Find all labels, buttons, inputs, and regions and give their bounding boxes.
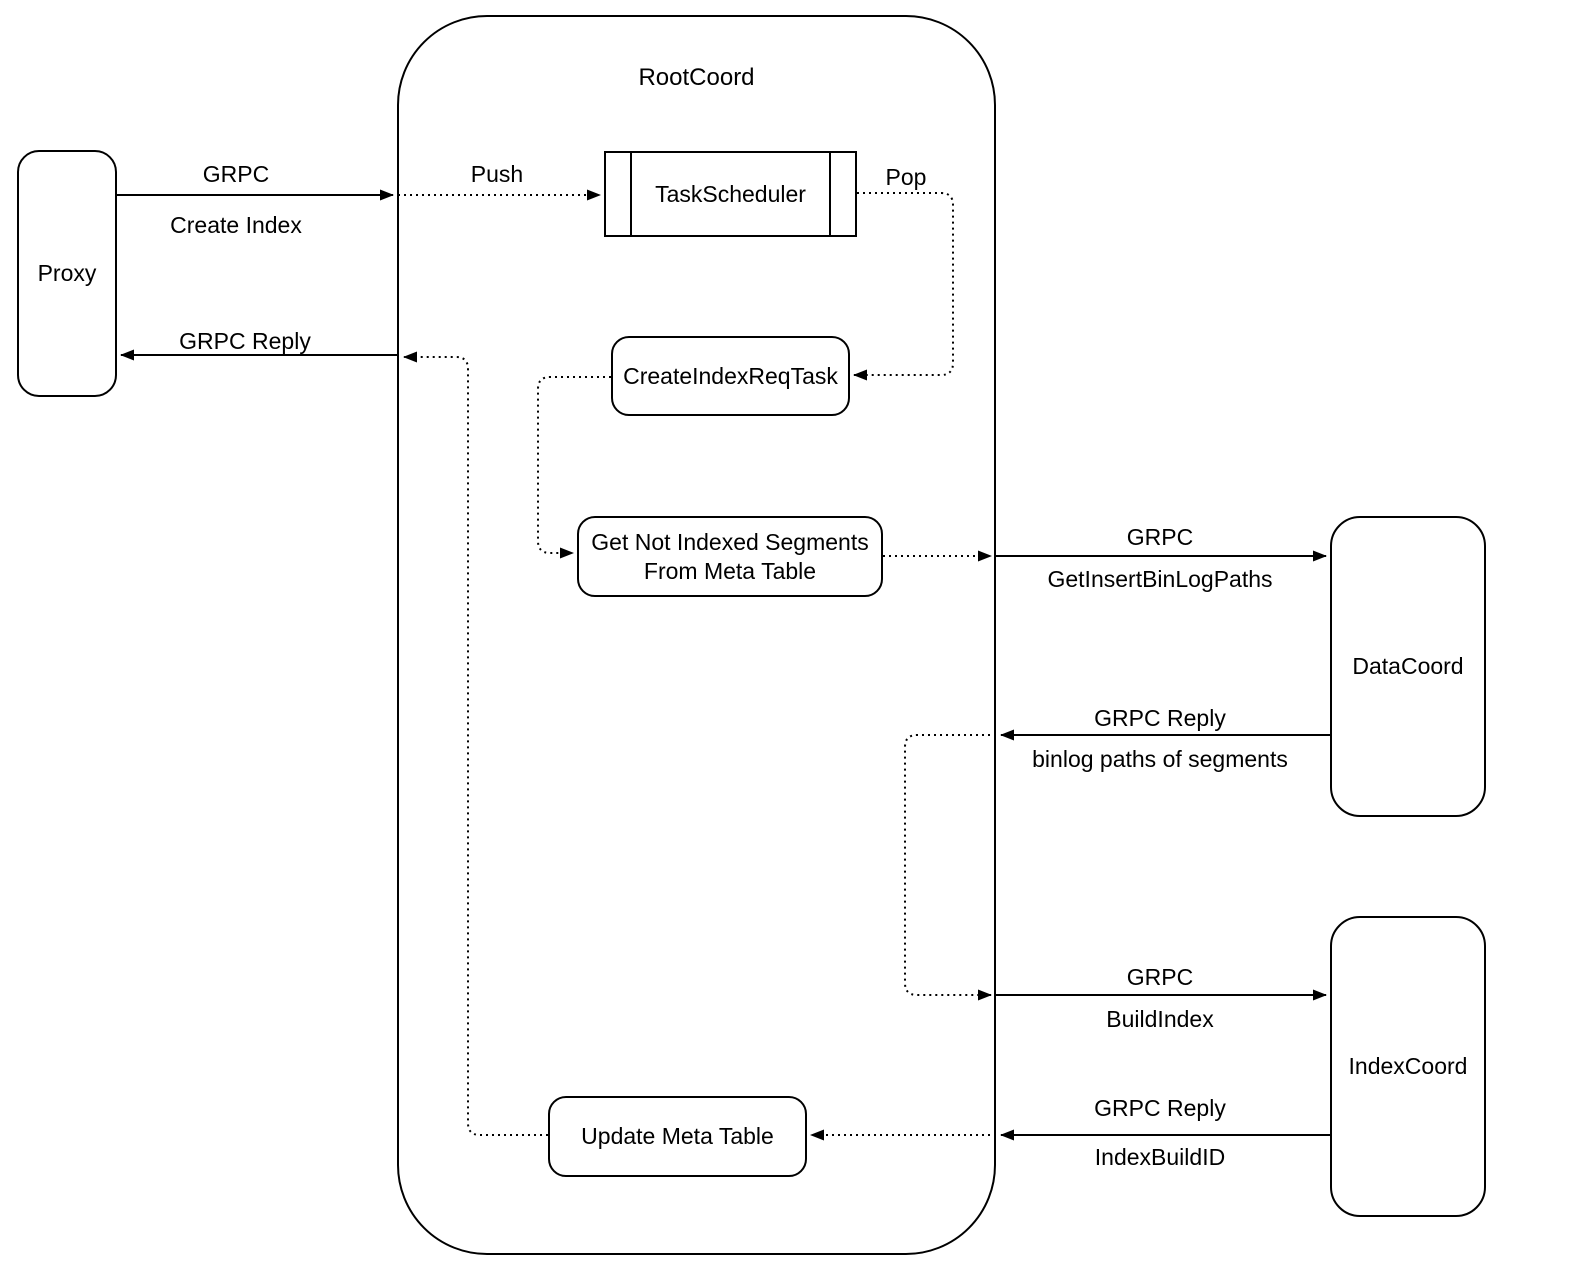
proxy-label: Proxy — [37, 260, 97, 287]
create-index-req-task-label: CreateIndexReqTask — [623, 362, 838, 389]
datacoord-node: DataCoord — [1330, 516, 1486, 817]
edge-label-grpc-reply-datacoord: GRPC Reply — [1094, 705, 1226, 731]
edge-label-binlog-paths: binlog paths of segments — [1032, 746, 1288, 772]
get-not-indexed-line1: Get Not Indexed Segments — [591, 528, 869, 555]
edge-reply-loop — [904, 734, 996, 1001]
edge-label-pop: Pop — [885, 164, 927, 190]
edge-label-index-build-id: IndexBuildID — [1094, 1144, 1226, 1170]
task-scheduler-label: TaskScheduler — [655, 180, 806, 207]
get-not-indexed-segments-label: Get Not Indexed Segments From Meta Table — [591, 528, 868, 586]
edge-label-grpc-create: GRPC — [202, 161, 270, 187]
edge-label-create-index: Create Index — [170, 212, 302, 238]
edge-label-push: Push — [470, 161, 524, 187]
get-not-indexed-segments-node: Get Not Indexed Segments From Meta Table — [577, 516, 883, 597]
update-meta-table-node: Update Meta Table — [548, 1096, 807, 1177]
datacoord-label: DataCoord — [1352, 653, 1464, 680]
proxy-node: Proxy — [17, 150, 117, 397]
edge-update-meta-to-reply — [403, 351, 548, 1136]
edge-label-get-insert-binlog-paths: GetInsertBinLogPaths — [1047, 566, 1273, 592]
update-meta-table-label: Update Meta Table — [581, 1123, 774, 1150]
task-scheduler-node: TaskScheduler — [604, 151, 857, 237]
get-not-indexed-line2: From Meta Table — [643, 557, 817, 584]
rootcoord-title: RootCoord — [638, 64, 755, 91]
indexcoord-label: IndexCoord — [1348, 1053, 1468, 1080]
edge-label-grpc-indexcoord: GRPC — [1126, 964, 1194, 990]
queue-left-divider — [630, 153, 632, 235]
queue-right-divider — [829, 153, 831, 235]
edge-label-build-index: BuildIndex — [1106, 1006, 1214, 1032]
create-index-req-task-node: CreateIndexReqTask — [611, 336, 850, 416]
edge-task-to-segments — [537, 376, 611, 559]
indexcoord-node: IndexCoord — [1330, 916, 1486, 1217]
edge-label-grpc-reply-proxy: GRPC Reply — [179, 328, 311, 354]
edge-label-grpc-datacoord: GRPC — [1126, 524, 1194, 550]
edge-label-grpc-reply-indexcoord: GRPC Reply — [1094, 1095, 1226, 1121]
edge-pop — [853, 192, 954, 381]
